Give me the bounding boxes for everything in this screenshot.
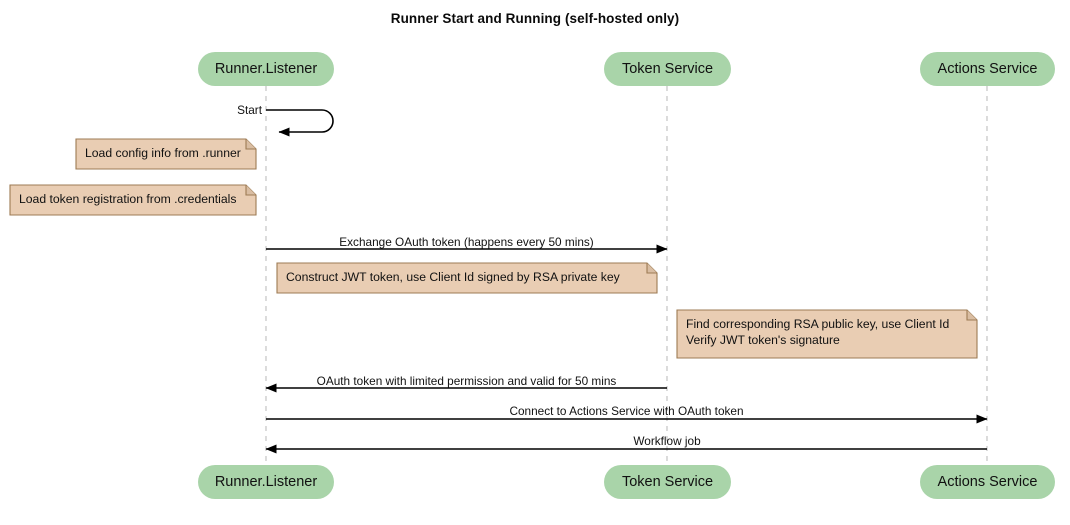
note-line: Find corresponding RSA public key, use C… xyxy=(686,317,950,331)
participant-label: Runner.Listener xyxy=(214,61,318,77)
participant-label: Token Service xyxy=(621,61,714,77)
participant-actions-top[interactable]: Actions Service xyxy=(920,52,1055,86)
participant-actions-bottom[interactable]: Actions Service xyxy=(920,465,1055,499)
message-label-exchange-oauth: Exchange OAuth token (happens every 50 m… xyxy=(339,235,594,249)
participant-runner-top[interactable]: Runner.Listener xyxy=(198,52,334,86)
participant-runner-bottom[interactable]: Runner.Listener xyxy=(198,465,334,499)
note-construct-jwt: Construct JWT token, use Client Id signe… xyxy=(277,263,657,293)
note-verify-jwt: Find corresponding RSA public key, use C… xyxy=(677,310,977,358)
participant-token-bottom[interactable]: Token Service xyxy=(604,465,731,499)
self-message-label-start: Start xyxy=(237,103,262,117)
lifelines xyxy=(265,86,988,465)
participant-label: Runner.Listener xyxy=(214,474,318,490)
message-label-connect-actions: Connect to Actions Service with OAuth to… xyxy=(509,404,744,418)
participant-token-top[interactable]: Token Service xyxy=(604,52,731,86)
message-label-workflow-job: Workflow job xyxy=(633,434,701,448)
note-line: Construct JWT token, use Client Id signe… xyxy=(286,270,620,284)
diagram-title: Runner Start and Running (self-hosted on… xyxy=(390,11,680,26)
participant-label: Actions Service xyxy=(937,474,1038,490)
note-line: Load token registration from .credential… xyxy=(19,192,237,206)
note-shape-construct-jwt xyxy=(276,262,658,294)
note-shape-verify-jwt xyxy=(676,309,978,359)
note-shape-load-config xyxy=(75,138,257,170)
note-shapes xyxy=(9,138,978,359)
message-arrows xyxy=(265,244,988,454)
participant-label: Token Service xyxy=(621,474,714,490)
note-line: Verify JWT token's signature xyxy=(686,333,840,347)
note-load-config: Load config info from .runner xyxy=(76,139,256,169)
self-message-start xyxy=(266,109,334,137)
note-line: Load config info from .runner xyxy=(85,146,241,160)
message-label-oauth-token-return: OAuth token with limited permission and … xyxy=(316,374,617,388)
note-shape-load-token xyxy=(9,184,257,216)
participant-label: Actions Service xyxy=(937,61,1038,77)
note-load-token: Load token registration from .credential… xyxy=(10,185,256,215)
